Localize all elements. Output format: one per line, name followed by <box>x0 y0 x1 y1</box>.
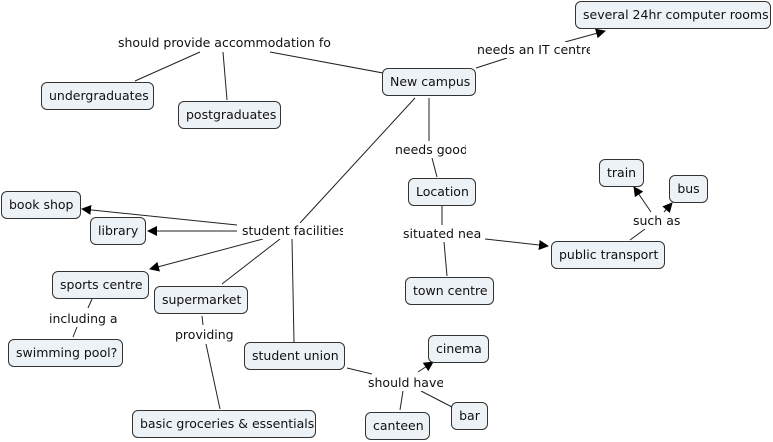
link-studentfacilities-supermarket <box>221 238 281 285</box>
node-book-shop[interactable]: book shop <box>1 191 81 219</box>
link-campus-accommodation <box>269 51 384 74</box>
node-train[interactable]: train <box>599 159 644 187</box>
link-suchas-bus <box>662 202 673 214</box>
node-basic-groceries[interactable]: basic groceries & essentials <box>132 410 316 438</box>
link-shouldhave-canteen <box>399 390 404 411</box>
link-publictransport-suchas <box>629 228 646 241</box>
label-needs-good: needs good <box>394 142 466 158</box>
label-should-have: should have <box>367 375 443 391</box>
label-needs-it-centre: needs an IT centre <box>476 42 590 58</box>
link-needsgood-location <box>431 157 438 178</box>
node-computer-rooms[interactable]: several 24hr computer rooms <box>575 1 771 29</box>
label-providing: providing <box>174 327 235 343</box>
node-bus[interactable]: bus <box>669 175 708 203</box>
node-student-union[interactable]: student union <box>244 342 345 370</box>
link-including-swimmingpool <box>72 326 78 338</box>
link-studentfacilities-studentunion <box>291 238 295 343</box>
link-campus-itcentre <box>475 57 508 69</box>
link-itcentre-computerrooms <box>564 28 606 43</box>
link-campus-studentfacilities <box>299 97 416 224</box>
link-suchas-train <box>633 186 652 213</box>
node-canteen[interactable]: canteen <box>365 412 430 440</box>
node-town-centre[interactable]: town centre <box>405 277 494 305</box>
link-studentfacilities-sportscentre <box>149 238 264 272</box>
link-studentfacilities-bookshop <box>81 204 238 226</box>
node-sports-centre[interactable]: sports centre <box>52 271 149 299</box>
node-supermarket[interactable]: supermarket <box>154 286 248 314</box>
label-such-as: such as <box>632 213 682 229</box>
link-shouldhave-cinema <box>417 361 434 373</box>
node-postgraduates[interactable]: postgraduates <box>178 101 281 129</box>
link-accommodation-undergraduates <box>134 51 201 82</box>
node-bar[interactable]: bar <box>451 402 488 430</box>
label-situated-near: situated nea <box>402 226 483 242</box>
link-shouldhave-bar <box>420 390 453 408</box>
link-accommodation-postgraduates <box>222 51 228 101</box>
link-providing-groceries <box>205 343 221 410</box>
link-sportscentre-including <box>87 298 93 309</box>
label-including-a: including a <box>48 311 119 327</box>
node-cinema[interactable]: cinema <box>428 335 489 363</box>
link-supermarket-providing <box>201 315 204 326</box>
label-student-facilities: student facilities <box>241 223 343 239</box>
node-undergraduates[interactable]: undergraduates <box>41 82 154 110</box>
label-should-provide-accommodation: should provide accommodation fo <box>117 35 332 51</box>
node-location[interactable]: Location <box>408 178 476 206</box>
node-public-transport[interactable]: public transport <box>551 241 665 269</box>
node-new-campus[interactable]: New campus <box>382 68 476 96</box>
link-situatednear-publictransport <box>484 238 549 250</box>
link-studentunion-shouldhave <box>346 367 373 375</box>
node-library[interactable]: library <box>90 217 146 245</box>
link-situatednear-towncentre <box>443 241 448 277</box>
node-swimming-pool[interactable]: swimming pool? <box>8 339 123 367</box>
